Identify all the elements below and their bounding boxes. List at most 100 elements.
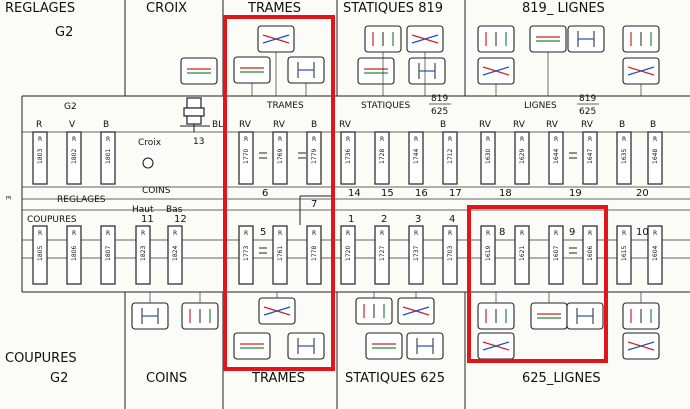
- switch-block: [622, 25, 660, 53]
- switch-block: [622, 302, 660, 330]
- lower-resistor: R 1703: [442, 225, 458, 285]
- switch-block: [364, 25, 402, 53]
- resistor-value: 1644: [553, 149, 560, 164]
- upper-group-number: 15: [381, 188, 394, 199]
- resistor-mark: R: [554, 136, 558, 143]
- switch-block: [355, 297, 393, 325]
- resistor-mark: R: [588, 230, 592, 237]
- resistor-mark: R: [448, 230, 452, 237]
- resistor-mark: R: [653, 230, 657, 237]
- label-rv-1: RV: [239, 120, 252, 130]
- resistor-mark: R: [486, 230, 490, 237]
- label-haut: Haut: [132, 205, 154, 215]
- resistor-value: 1630: [485, 149, 492, 164]
- label-b: B: [103, 120, 109, 130]
- upper-group-number: 6: [262, 188, 268, 199]
- switch-block: [357, 57, 395, 85]
- label-rv-6: RV: [546, 120, 559, 130]
- label-bl: BL: [212, 120, 223, 130]
- resistor-mark: R: [38, 136, 42, 143]
- rails: 3: [5, 95, 690, 293]
- resistor-mark: R: [520, 136, 524, 143]
- upper-resistor: R 1630: [480, 131, 496, 185]
- label-rv-3: RV: [339, 120, 352, 130]
- resistor-mark: R: [346, 136, 350, 143]
- resistor-value: 1606: [587, 246, 594, 261]
- label-b-3: B: [440, 120, 446, 130]
- header-trames-bottom: TRAMES: [251, 371, 305, 386]
- switch-block: [477, 57, 515, 85]
- switch-block: [233, 56, 271, 84]
- label-g2: G2: [64, 102, 77, 112]
- header-reglages: REGLAGES: [5, 1, 75, 16]
- label-seven: 7: [311, 199, 317, 210]
- switch-block: [408, 57, 446, 85]
- header-croix: CROIX: [146, 1, 187, 16]
- resistor-mark: R: [278, 230, 282, 237]
- resistor-mark: R: [312, 230, 316, 237]
- resistor-value: 1806: [71, 246, 78, 261]
- resistor-mark: R: [414, 136, 418, 143]
- header-g2-top: G2: [55, 25, 73, 40]
- top-headers: REGLAGES G2 CROIX TRAMES STATIQUES 819 8…: [5, 1, 605, 40]
- resistor-mark: R: [622, 136, 626, 143]
- resistor-value: 1824: [172, 246, 179, 261]
- lower-resistor: R 1604: [647, 225, 663, 285]
- lower-resistor: R 1619: [480, 225, 496, 285]
- switch-block: [477, 25, 515, 53]
- label-reglages: REGLAGES: [57, 195, 106, 205]
- switch-block: [397, 297, 435, 325]
- resistor-value: 1604: [652, 246, 659, 261]
- resistor-value: 1619: [485, 246, 492, 261]
- switch-block: [530, 302, 568, 330]
- label-rv-4: RV: [479, 120, 492, 130]
- resistor-mark: R: [486, 136, 490, 143]
- upper-group-number: 19: [569, 188, 582, 199]
- switch-block: [406, 25, 444, 53]
- bl-connector: [180, 97, 210, 132]
- lower-group-number: 4: [449, 214, 455, 225]
- upper-labels: G2 R V B BL 13 Croix TRAMES STATIQUES 81…: [36, 94, 656, 148]
- label-rv-2: RV: [273, 120, 286, 130]
- resistor-mark: R: [38, 230, 42, 237]
- label-rv-5: RV: [513, 120, 526, 130]
- upper-resistor: R 1644: [548, 131, 564, 185]
- label-frac-bot: 625: [431, 107, 448, 117]
- resistor-mark: R: [380, 136, 384, 143]
- label-frac2-top: 819: [579, 94, 596, 104]
- switch-block: [477, 332, 515, 360]
- header-g2-bottom: G2: [50, 371, 68, 386]
- resistor-value: 1712: [447, 149, 454, 164]
- switch-block: [131, 302, 169, 330]
- resistor-mark: R: [72, 136, 76, 143]
- lower-resistor: R 1606: [582, 225, 598, 285]
- resistor-mark: R: [244, 136, 248, 143]
- switch-blocks: [131, 25, 660, 360]
- resistor-mark: R: [414, 230, 418, 237]
- resistor-value: 1703: [447, 246, 454, 261]
- header-statiques-625: STATIQUES 625: [345, 371, 445, 386]
- resistor-mark: R: [141, 230, 145, 237]
- resistor-value: 1720: [345, 246, 352, 261]
- lower-group-number: 10: [636, 227, 649, 238]
- switch-block: [287, 332, 325, 360]
- croix-circle: [142, 157, 154, 169]
- label-coins: COINS: [142, 186, 171, 196]
- upper-resistors: R1803R1802R1801R1770R1769R1779R1736R1728…: [32, 131, 663, 185]
- lower-group-number: 9: [569, 227, 575, 238]
- lignes-625-highlight: [467, 205, 608, 363]
- lower-group-number: 5: [260, 227, 266, 238]
